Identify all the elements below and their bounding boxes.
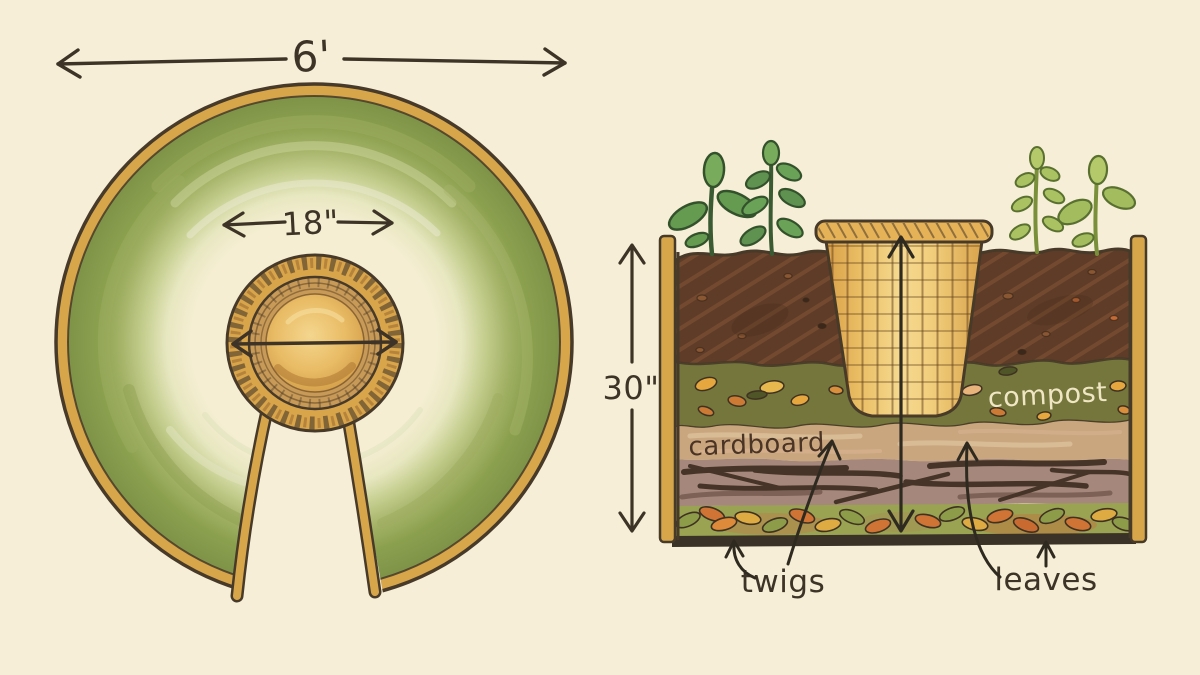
dimension-line (336, 220, 394, 225)
left-post (658, 234, 677, 544)
leaves-label: leaves (994, 562, 1097, 598)
dimension-line (342, 57, 567, 65)
keyhole-notch (229, 398, 386, 614)
dimension-line (56, 57, 288, 66)
arrow-left-icon (222, 211, 246, 238)
basket-inner-shadow (274, 362, 356, 387)
twigs-pointer-arrow (786, 439, 842, 566)
arrow-right-icon (542, 47, 567, 77)
seedling-1 (667, 151, 758, 257)
seedling-2 (739, 139, 806, 256)
compost-basket-top-view (225, 253, 405, 433)
soil-shading (731, 303, 789, 337)
basket-rim-ticks (818, 223, 990, 240)
right-post (1129, 234, 1148, 544)
arrow-up-icon (817, 439, 842, 461)
arrow-right-icon (371, 209, 394, 236)
basket-width-dimension (222, 209, 394, 238)
compost-label: compost (987, 377, 1108, 414)
basket-weave-texture (826, 241, 982, 416)
seedling-4 (1057, 154, 1137, 256)
arrow-down-icon (887, 509, 915, 533)
twigs-small-arrow (724, 539, 757, 580)
compost-basket-section (814, 219, 994, 418)
basket-depth-arrow (887, 235, 915, 533)
soil-shading (1026, 294, 1094, 326)
arrow-up-icon (887, 235, 915, 259)
basket-diameter-arrow (231, 328, 398, 358)
top-view: 6' (54, 31, 574, 614)
bed-width-dimension (56, 47, 567, 79)
cross-section: 30" compost cardboard twigs leaves (603, 139, 1148, 600)
cardboard-label: cardboard (688, 428, 826, 463)
cardboard-streaks (687, 428, 1122, 454)
arrow-right-icon (376, 328, 398, 356)
basket-highlight (285, 308, 345, 325)
bed-height-label: 30" (603, 369, 660, 407)
arrow-up-icon (956, 441, 979, 462)
leaves-pointer-arrow (956, 441, 1002, 579)
dimension-line (222, 220, 287, 227)
bed-base-board (672, 533, 1136, 547)
arrow-down-icon (618, 511, 646, 533)
pointer-arrows (724, 439, 1056, 580)
notch-right-edge-gold (342, 402, 379, 596)
leaves-small-arrow (1036, 540, 1056, 568)
twig-sticks (679, 459, 1133, 505)
arrow-left-icon (56, 48, 82, 79)
bed-height-dimension (618, 243, 646, 533)
soil-pebbles (695, 268, 1119, 356)
basket-width-label: 18" (281, 203, 340, 244)
seedling-3 (1009, 146, 1066, 254)
arrow-up-icon (618, 243, 646, 265)
notch-left-edge-gold (233, 402, 272, 600)
arrow-left-icon (231, 329, 253, 358)
twigs-label: twigs (741, 564, 825, 600)
leaves (675, 506, 1137, 534)
bed-width-label: 6' (290, 31, 332, 82)
arrow-up-icon (1036, 540, 1056, 559)
compost-bits (694, 366, 1131, 421)
arrow-up-icon (724, 539, 745, 559)
